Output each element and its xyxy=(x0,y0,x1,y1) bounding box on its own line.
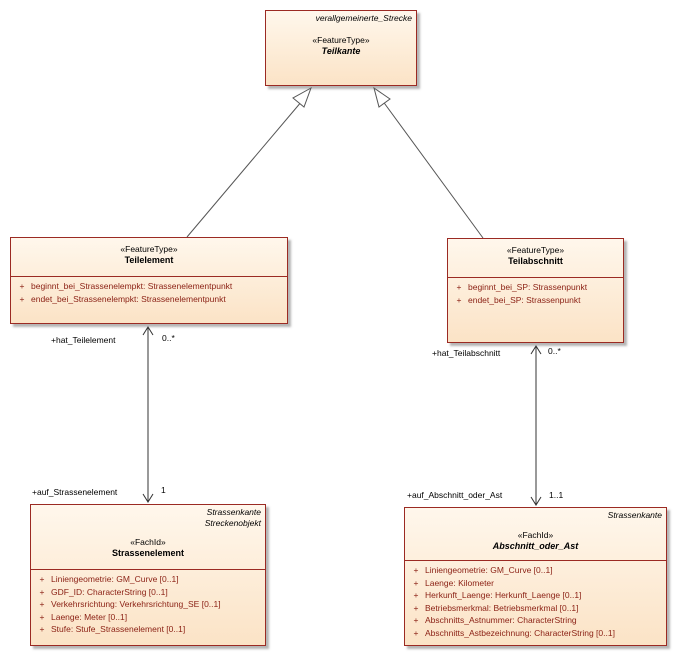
attribute-text: Laenge: Meter [0..1] xyxy=(51,611,128,622)
association-right-arrow-down xyxy=(530,496,542,506)
attribute-text: Laenge: Kilometer xyxy=(425,577,494,588)
multiplicity-teilabschnitt: 0..* xyxy=(548,346,561,356)
visibility-marker: + xyxy=(413,577,419,588)
parent-name: Streckenobjekt xyxy=(204,518,261,528)
attribute-row[interactable]: + beginnt_bei_SP: Strassenpunkt xyxy=(448,281,623,294)
attribute-row[interactable]: + Verkehrsrichtung: Verkehrsrichtung_SE … xyxy=(31,598,265,611)
attribute-row[interactable]: + Herkunft_Laenge: Herkunft_Laenge [0..1… xyxy=(405,589,666,602)
attribute-row[interactable]: + Liniengeometrie: GM_Curve [0..1] xyxy=(405,564,666,577)
attribute-text: endet_bei_SP: Strassenpunkt xyxy=(468,294,581,305)
attribute-row[interactable]: + endet_bei_SP: Strassenpunkt xyxy=(448,294,623,307)
visibility-marker: + xyxy=(456,282,462,292)
stereotype-label: «FeatureType» xyxy=(120,244,178,254)
parent-name: verallgemeinerte_Strecke xyxy=(315,13,412,23)
parent-list: verallgemeinerte_Strecke xyxy=(316,13,412,24)
attribute-row[interactable]: + endet_bei_Strassenelempkt: Strassenele… xyxy=(11,293,287,306)
generalization-teilabschnitt-arrowhead xyxy=(373,86,391,108)
visibility-marker: + xyxy=(413,590,419,600)
attribute-list: + Liniengeometrie: GM_Curve [0..1] + Lae… xyxy=(405,560,666,639)
role-hat-teilelement: +hat_Teilelement xyxy=(51,335,116,345)
visibility-marker: + xyxy=(413,602,419,613)
attribute-row[interactable]: + Liniengeometrie: GM_Curve [0..1] xyxy=(31,573,265,586)
attribute-text: endet_bei_Strassenelempkt: Strasseneleme… xyxy=(31,293,226,304)
association-left-arrow-down xyxy=(142,493,154,503)
attribute-list: + Liniengeometrie: GM_Curve [0..1] + GDF… xyxy=(31,569,265,636)
class-name: Abschnitt_oder_Ast xyxy=(492,541,579,551)
attribute-text: Abschnitts_Astbezeichnung: CharacterStri… xyxy=(425,627,615,638)
attribute-row[interactable]: + GDF_ID: CharacterString [0..1] xyxy=(31,586,265,599)
stereotype-label: «FachId» xyxy=(130,537,166,547)
stereotype-label: «FeatureType» xyxy=(312,35,370,45)
class-name: Strassenelement xyxy=(111,548,185,558)
association-right-arrow-up xyxy=(530,345,542,355)
role-auf-abschnitt-oder-ast: +auf_Abschnitt_oder_Ast xyxy=(407,490,503,500)
visibility-marker: + xyxy=(19,293,25,304)
class-name: Teilabschnitt xyxy=(508,256,563,266)
class-strassenelement[interactable]: Strassenkante Streckenobjekt «FachId» St… xyxy=(30,504,266,646)
stereotype-label: «FeatureType» xyxy=(506,245,565,255)
attribute-text: Herkunft_Laenge: Herkunft_Laenge [0..1] xyxy=(425,590,582,600)
attribute-text: Abschnitts_Astnummer: CharacterString xyxy=(425,615,577,625)
visibility-marker: + xyxy=(413,615,419,625)
multiplicity-teilelement: 0..* xyxy=(162,333,175,343)
visibility-marker: + xyxy=(39,611,45,622)
attribute-row[interactable]: + beginnt_bei_Strassenelempkt: Strassene… xyxy=(11,280,287,293)
generalization-teilelement-line xyxy=(186,100,303,238)
attribute-text: beginnt_bei_Strassenelempkt: Strassenele… xyxy=(31,281,233,291)
association-left-arrow-up xyxy=(142,326,154,336)
role-hat-teilabschnitt: +hat_Teilabschnitt xyxy=(432,348,501,358)
multiplicity-abschnitt-oder-ast: 1..1 xyxy=(549,490,564,500)
attribute-row[interactable]: + Betriebsmerkmal: Betriebsmerkmal [0..1… xyxy=(405,602,666,615)
parent-list: Strassenkante Streckenobjekt xyxy=(205,507,261,529)
attribute-text: Liniengeometrie: GM_Curve [0..1] xyxy=(425,565,553,575)
attribute-row[interactable]: + Abschnitts_Astbezeichnung: CharacterSt… xyxy=(405,627,666,640)
generalization-teilabschnitt-line xyxy=(381,99,484,239)
attribute-text: beginnt_bei_SP: Strassenpunkt xyxy=(468,282,588,292)
attribute-text: Liniengeometrie: GM_Curve [0..1] xyxy=(51,574,179,584)
class-name: Teilelement xyxy=(124,255,174,265)
multiplicity-strassenelement: 1 xyxy=(161,485,166,495)
parent-list: Strassenkante xyxy=(608,510,662,521)
attribute-row[interactable]: + Abschnitts_Astnummer: CharacterString xyxy=(405,614,666,627)
attribute-text: Verkehrsrichtung: Verkehrsrichtung_SE [0… xyxy=(51,599,221,609)
attribute-text: Stufe: Stufe_Strassenelement [0..1] xyxy=(51,624,186,634)
class-teilkante[interactable]: verallgemeinerte_Strecke «FeatureType» T… xyxy=(265,10,417,86)
visibility-marker: + xyxy=(39,574,45,584)
attribute-row[interactable]: + Stufe: Stufe_Strassenelement [0..1] xyxy=(31,623,265,636)
attribute-row[interactable]: + Laenge: Meter [0..1] xyxy=(31,611,265,624)
attribute-text: GDF_ID: CharacterString [0..1] xyxy=(51,586,168,597)
visibility-marker: + xyxy=(456,294,462,305)
visibility-marker: + xyxy=(39,624,45,634)
parent-name: Strassenkante xyxy=(607,510,662,520)
class-teilabschnitt[interactable]: «FeatureType» Teilabschnitt + beginnt_be… xyxy=(447,238,624,343)
visibility-marker: + xyxy=(413,565,419,575)
generalization-teilelement-arrowhead xyxy=(292,86,312,108)
attribute-list: + beginnt_bei_Strassenelempkt: Strassene… xyxy=(11,276,287,305)
parent-name: Strassenkante xyxy=(206,507,261,517)
class-abschnitt-oder-ast[interactable]: Strassenkante «FachId» Abschnitt_oder_As… xyxy=(404,507,667,646)
stereotype-label: «FachId» xyxy=(517,530,554,540)
class-teilelement[interactable]: «FeatureType» Teilelement + beginnt_bei_… xyxy=(10,237,288,324)
class-name: Teilkante xyxy=(321,46,361,56)
visibility-marker: + xyxy=(19,281,25,291)
attribute-row[interactable]: + Laenge: Kilometer xyxy=(405,577,666,590)
attribute-text: Betriebsmerkmal: Betriebsmerkmal [0..1] xyxy=(425,602,579,613)
visibility-marker: + xyxy=(39,586,45,597)
attribute-list: + beginnt_bei_SP: Strassenpunkt + endet_… xyxy=(448,277,623,306)
role-auf-strassenelement: +auf_Strassenelement xyxy=(32,487,118,497)
visibility-marker: + xyxy=(39,599,45,609)
visibility-marker: + xyxy=(413,627,419,638)
